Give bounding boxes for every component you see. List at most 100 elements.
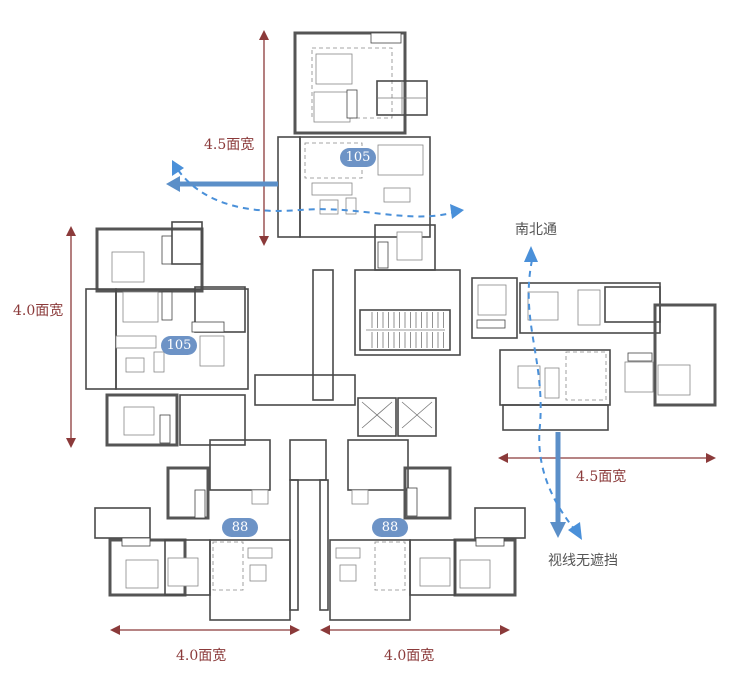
- dimension-east: [498, 453, 716, 463]
- area-badge-north: 105: [340, 148, 376, 167]
- north-balcony: [277, 136, 301, 238]
- se-study: [374, 541, 406, 591]
- area-badge-west: 105: [161, 336, 197, 355]
- lobby: [254, 374, 356, 406]
- dining-table: [199, 335, 225, 367]
- bed: [125, 559, 159, 589]
- bed: [122, 291, 159, 323]
- bed: [419, 557, 451, 587]
- dining-table: [351, 489, 369, 505]
- coffee-table: [517, 365, 541, 389]
- bed: [459, 559, 491, 589]
- se-kitchen: [347, 439, 409, 491]
- west-service: [179, 394, 246, 446]
- dining-table: [527, 291, 559, 321]
- armchair: [345, 197, 357, 215]
- bed: [167, 557, 199, 587]
- sofa: [115, 335, 157, 349]
- elevator-2: [397, 397, 437, 437]
- wardrobe: [346, 89, 358, 119]
- unit-north: [277, 31, 436, 271]
- airflow-north-curve: [172, 160, 464, 219]
- bed: [123, 406, 155, 436]
- wardrobe: [191, 321, 225, 333]
- west-lower-bedroom: [105, 393, 179, 447]
- dimension-southeast: [320, 625, 510, 635]
- stair-treads: [371, 312, 444, 348]
- bed: [657, 364, 691, 396]
- core-wall-right: [319, 479, 329, 611]
- bed: [315, 53, 353, 85]
- sofa: [544, 367, 560, 399]
- wardrobe: [194, 489, 206, 519]
- sw-living: [209, 539, 291, 621]
- se-small-bedroom: [403, 466, 452, 520]
- core: [254, 269, 461, 611]
- elevator-3: [289, 439, 327, 481]
- wardrobe: [406, 487, 418, 517]
- dimension-west: [66, 226, 76, 448]
- bed: [313, 91, 351, 123]
- kitchen: [377, 144, 424, 176]
- wardrobe: [377, 241, 389, 269]
- wardrobe: [476, 319, 506, 329]
- core-wall-left: [289, 479, 299, 611]
- sofa: [247, 547, 273, 559]
- east-bedroom-small: [471, 277, 518, 339]
- armchair: [153, 351, 165, 373]
- bed: [396, 231, 423, 261]
- sightline-west-arrow: [166, 176, 278, 192]
- wardrobe: [627, 352, 653, 362]
- wardrobe: [121, 537, 151, 547]
- wardrobe: [161, 291, 173, 321]
- dining-table: [383, 187, 411, 203]
- west-balcony: [85, 288, 117, 390]
- dimension-label-southwest: 4.0面宽: [176, 648, 227, 664]
- wardrobe: [161, 235, 173, 265]
- bed: [477, 284, 507, 316]
- dimension-label-north: 4.5面宽: [204, 137, 255, 153]
- east-master-bedroom: [653, 303, 717, 407]
- dimension-label-west: 4.0面宽: [13, 303, 64, 319]
- sightline-south-arrow: [550, 432, 566, 538]
- unit-west: [85, 221, 249, 447]
- north-study: [304, 142, 363, 179]
- sw-study: [212, 541, 244, 591]
- corridor-wall: [312, 269, 334, 401]
- wardrobe: [370, 32, 402, 44]
- coffee-table: [249, 564, 267, 582]
- se-living: [329, 539, 411, 621]
- east-baths: [604, 286, 661, 323]
- sofa: [335, 547, 361, 559]
- dimension-north: [259, 30, 269, 246]
- stair-hall: [354, 269, 461, 356]
- sw-kitchen: [209, 439, 271, 491]
- unit-southeast: [329, 439, 526, 621]
- bed: [624, 361, 654, 393]
- area-badge-southwest: 88: [222, 518, 258, 537]
- unit-southwest: [94, 439, 291, 621]
- airflow-east-curve: [524, 246, 582, 540]
- north-living-area: [299, 136, 431, 238]
- unit-east: [471, 277, 717, 431]
- annotation-ventilation: 南北通: [515, 222, 557, 238]
- area-badge-southeast: 88: [372, 518, 408, 537]
- coffee-table: [319, 199, 339, 215]
- dimension-southwest: [110, 625, 300, 635]
- wardrobe: [475, 537, 505, 547]
- coffee-table: [125, 357, 145, 373]
- staircase: [359, 309, 451, 351]
- sw-bath: [94, 507, 151, 539]
- sw-small-bedroom: [166, 466, 210, 520]
- coffee-table: [339, 564, 357, 582]
- elevator-1: [357, 397, 397, 437]
- north-bedroom-wing: [293, 31, 407, 135]
- dining-table: [251, 489, 269, 505]
- kitchen-counter: [577, 289, 601, 326]
- annotation-view: 视线无遮挡: [548, 553, 618, 569]
- sofa: [311, 182, 353, 196]
- west-bath: [171, 221, 203, 265]
- east-study: [565, 351, 607, 401]
- se-bath: [474, 507, 526, 539]
